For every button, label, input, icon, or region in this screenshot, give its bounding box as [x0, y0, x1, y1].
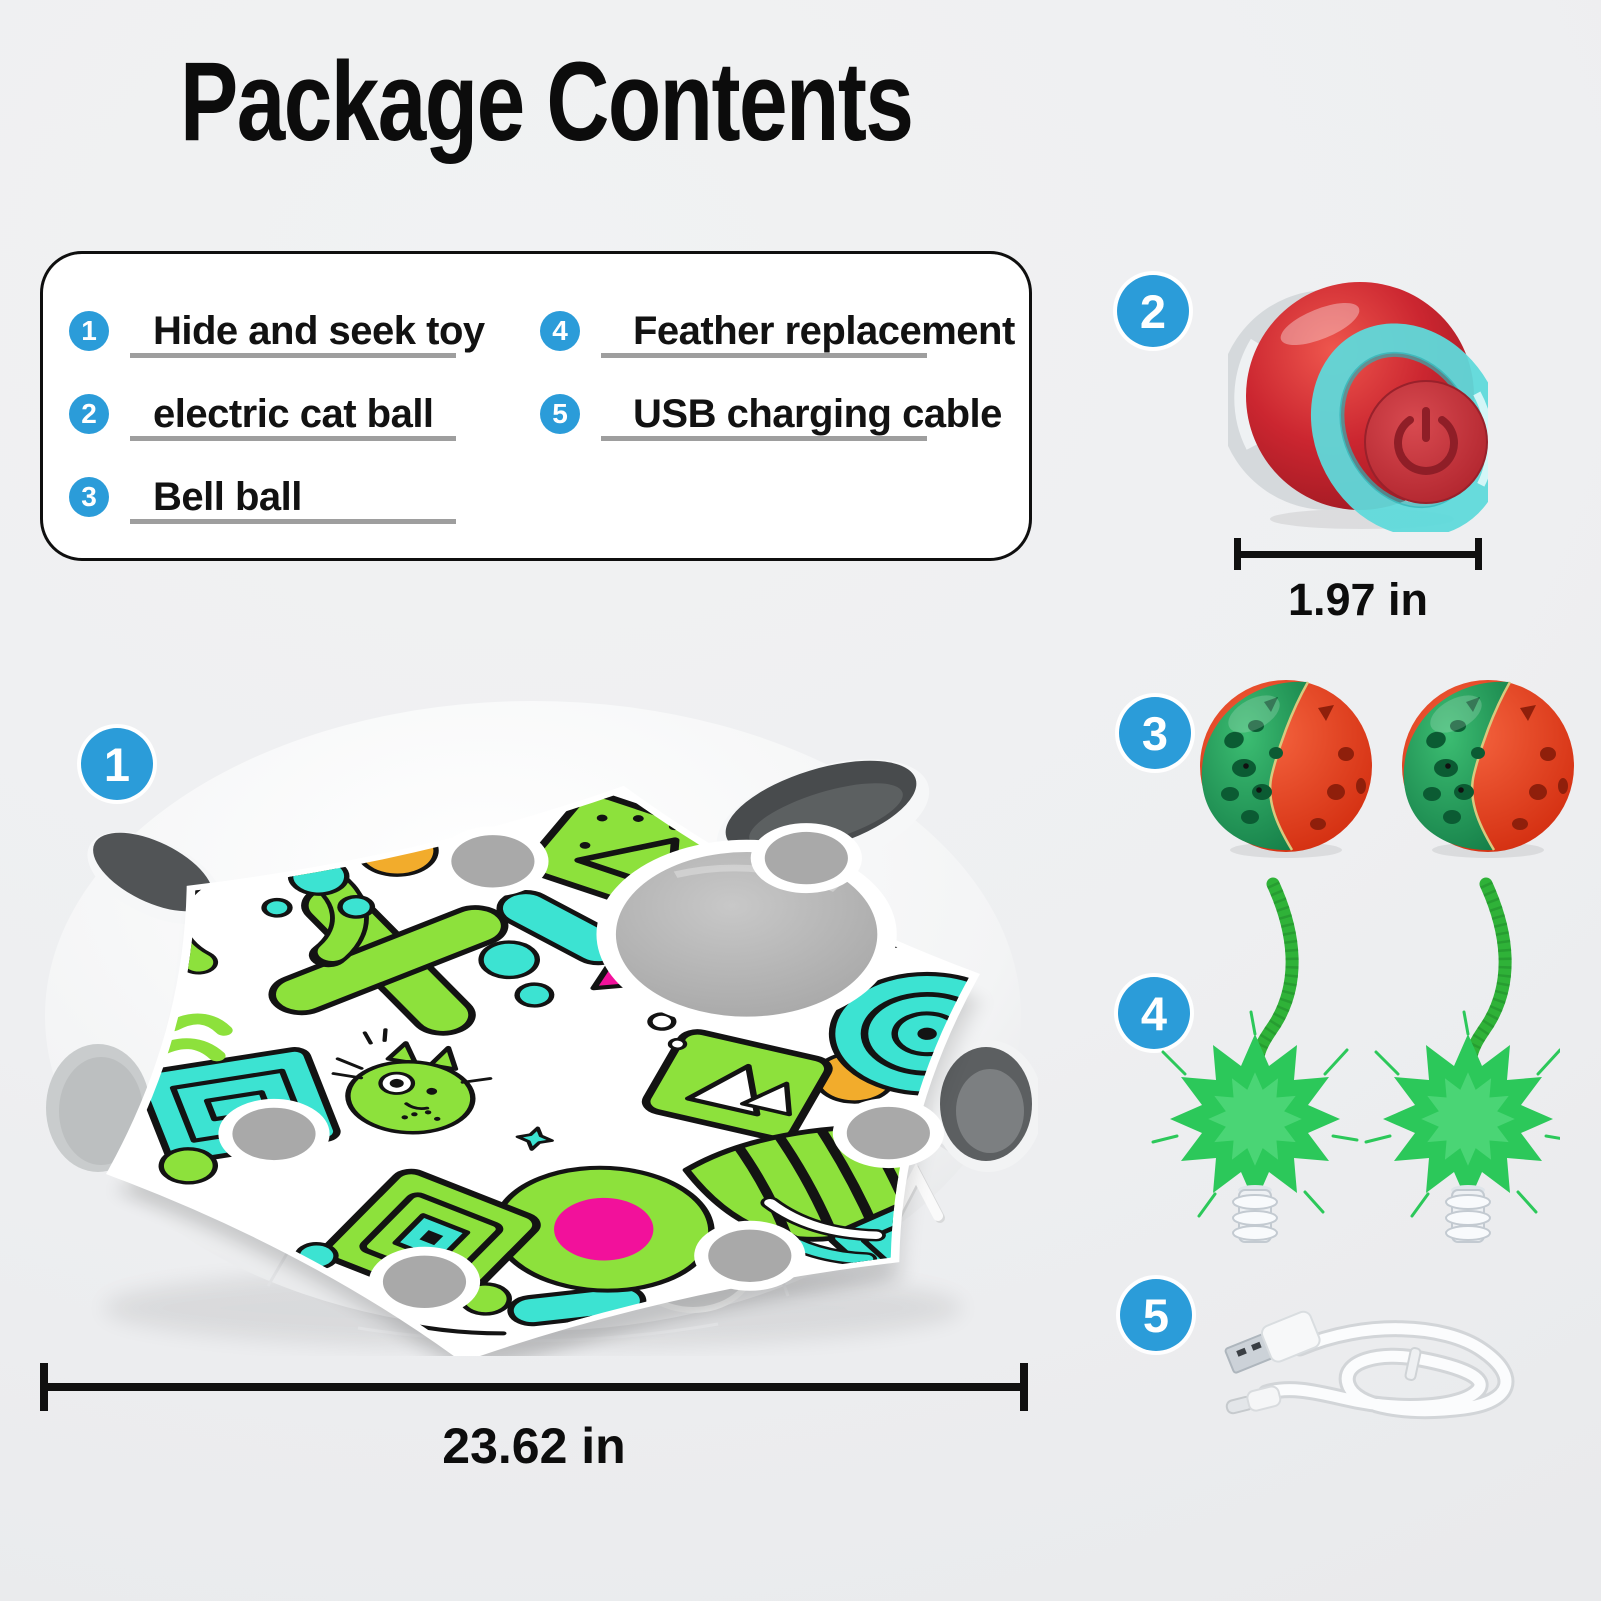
legend-label-2: electric cat ball	[153, 392, 434, 436]
legend-badge-2: 2	[69, 394, 109, 434]
legend-badge-3: 3	[69, 477, 109, 517]
hide-and-seek-toy-illustration	[45, 701, 1038, 1356]
bell-balls-illustration	[1198, 678, 1576, 860]
cat-doodle	[331, 1028, 493, 1135]
legend-label-5: USB charging cable	[633, 392, 1002, 436]
legend-label-1: Hide and seek toy	[153, 309, 485, 353]
ball-dimension-text: 1.97 in	[1287, 574, 1429, 625]
callout-badge-electric-ball: 2	[1117, 275, 1189, 347]
toy-dimension: 23.62 in	[40, 1363, 1028, 1474]
callout-badge-usb-cable: 5	[1120, 1279, 1192, 1351]
legend-underline-3	[130, 519, 456, 524]
legend-badge-4: 4	[540, 311, 580, 351]
legend-label-3: Bell ball	[153, 475, 302, 519]
mat-holes	[218, 823, 944, 1317]
page-title: Package Contents	[180, 39, 914, 164]
legend-label-4: Feather replacement	[633, 309, 1015, 353]
callout-badge-toy: 1	[81, 728, 153, 800]
legend-badge-5: 5	[540, 394, 580, 434]
legend-underline-5	[601, 436, 927, 441]
callout-badge-bell-ball: 3	[1119, 697, 1191, 769]
callout-badge-feather: 4	[1118, 977, 1190, 1049]
legend-underline-4	[601, 353, 927, 358]
power-icon	[1394, 407, 1458, 475]
usb-charging-cable-illustration	[1224, 1310, 1515, 1420]
toy-dimension-text: 23.62 in	[442, 1418, 626, 1474]
electric-cat-ball-illustration	[1228, 282, 1488, 532]
usb-a-connector	[1224, 1310, 1321, 1374]
ball-dimension: 1.97 in	[1234, 538, 1482, 628]
legend-badge-1: 1	[69, 311, 109, 351]
legend-underline-2	[130, 436, 456, 441]
usb-c-connector	[1225, 1385, 1282, 1415]
feather-replacements-illustration	[1150, 874, 1560, 1254]
legend-box: 1 Hide and seek toy 2 electric cat ball …	[40, 251, 1032, 561]
legend-underline-1	[130, 353, 456, 358]
